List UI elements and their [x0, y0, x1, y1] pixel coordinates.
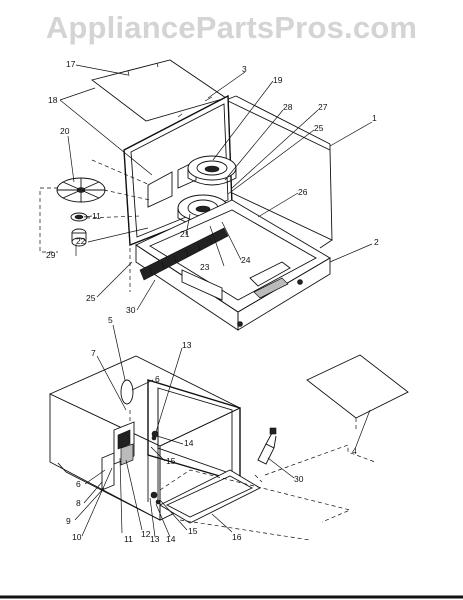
assembly-dashes-top [39, 159, 151, 292]
leaders-top [59, 64, 373, 311]
callout-29: 29 [46, 250, 56, 260]
callout-15-lower: 15 [188, 526, 198, 536]
leaders-bottom [74, 324, 371, 538]
callout-1: 1 [372, 113, 377, 123]
callout-19: 19 [273, 75, 283, 85]
spray-bottle [257, 427, 277, 465]
callout-21: 21 [180, 229, 190, 239]
callout-4: 4 [352, 446, 357, 456]
callout-10: 10 [72, 532, 82, 542]
fan-hub-assembly [70, 212, 88, 247]
callout-6-upper: 6 [155, 374, 160, 384]
callout-6-lower: 6 [76, 479, 81, 489]
callout-24: 24 [241, 255, 251, 265]
tray-glass [306, 354, 409, 432]
callout-14-lower: 14 [166, 534, 176, 544]
fan-blade [56, 177, 106, 203]
callout-20: 20 [60, 126, 70, 136]
callout-17: 17 [66, 59, 76, 69]
callout-26: 26 [298, 187, 308, 197]
callout-labels: 1 3 17 18 19 28 27 25 20 26 11 21 22 29 … [46, 59, 379, 544]
callout-8: 8 [76, 498, 81, 508]
callout-3: 3 [242, 64, 247, 74]
callout-22: 22 [76, 236, 86, 246]
callout-11-bottom: 11 [124, 534, 133, 544]
callout-27: 27 [318, 102, 328, 112]
callout-12: 12 [141, 529, 151, 539]
base-tray [135, 199, 331, 331]
callout-11-top: 11 [92, 211, 101, 221]
callout-23: 23 [200, 262, 210, 272]
callout-28: 28 [283, 102, 293, 112]
callout-25-upper: 25 [314, 123, 324, 133]
callout-2: 2 [374, 237, 379, 247]
callout-30-bottom: 30 [294, 474, 304, 484]
callout-13-upper: 13 [182, 340, 192, 350]
callout-16: 16 [232, 532, 242, 542]
callout-30-top: 30 [126, 305, 136, 315]
door-panel [159, 469, 261, 524]
callout-13-lower: 13 [150, 534, 160, 544]
callout-15-upper: 15 [166, 456, 176, 466]
callout-5: 5 [108, 315, 113, 325]
switch-assembly [101, 379, 161, 505]
callout-9: 9 [66, 516, 71, 526]
watermark: AppliancePartsPros.com [45, 10, 418, 45]
callout-25-lower: 25 [86, 293, 96, 303]
callout-18: 18 [48, 95, 58, 105]
callout-7: 7 [91, 348, 96, 358]
callout-14-upper: 14 [184, 438, 194, 448]
waveguide-upper [187, 155, 237, 186]
